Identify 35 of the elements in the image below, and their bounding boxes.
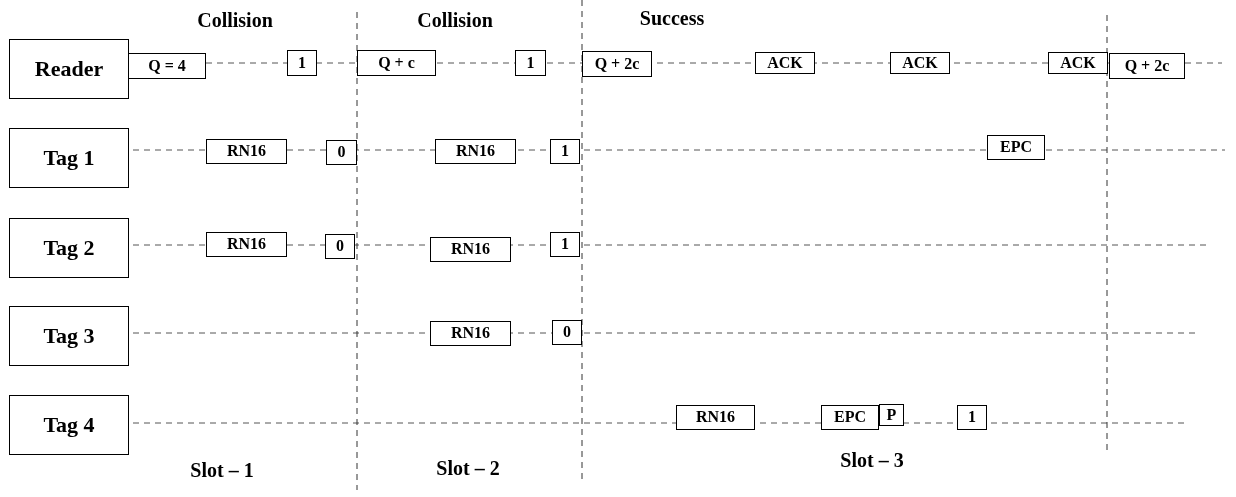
row-box: Tag 2 [9,218,129,278]
message-box: ACK [755,52,815,74]
message-box: 1 [957,404,987,430]
message-box: RN16 [676,404,755,430]
slot-label: Slot – 1 [190,460,254,480]
message-box: ACK [890,52,950,74]
row-box: Tag 1 [9,128,129,188]
message-box: 1 [550,138,580,164]
message-box: Q + c [357,50,436,76]
row-box: Reader [9,39,129,99]
row-box: Tag 4 [9,395,129,455]
message-box: Q + 2c [582,51,652,77]
message-box: P [879,404,904,426]
message-box: RN16 [435,138,516,164]
slot-outcome-label: Collision [197,10,273,30]
message-box: EPC [821,404,879,430]
message-box: RN16 [430,236,511,262]
message-box: 0 [552,319,582,345]
message-box: Q + 2c [1109,53,1185,79]
message-box: EPC [987,134,1045,160]
slot-label: Slot – 3 [840,450,904,470]
message-box: 1 [550,231,580,257]
message-box: RN16 [206,231,287,257]
message-box: RN16 [206,138,287,164]
row-box: Tag 3 [9,306,129,366]
message-box: Q = 4 [128,53,206,79]
slot-label: Slot – 2 [436,458,500,478]
message-box: RN16 [430,320,511,346]
message-box: 1 [515,50,546,76]
message-box: ACK [1048,52,1108,74]
message-box: 0 [325,233,355,259]
message-box: 1 [287,50,317,76]
slot-outcome-label: Collision [417,10,493,30]
slot-outcome-label: Success [639,8,705,28]
message-box: 0 [326,139,357,165]
